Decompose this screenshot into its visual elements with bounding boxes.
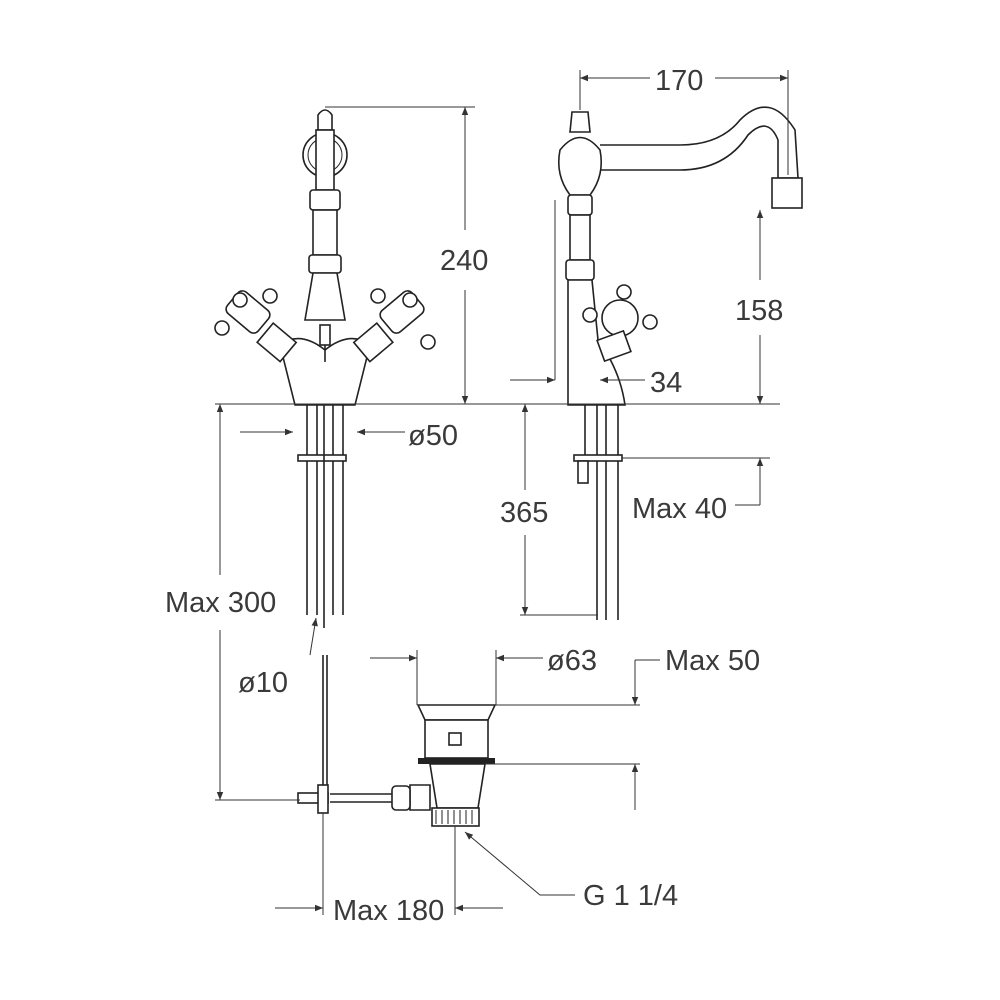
- left-cross-handle: [214, 288, 298, 363]
- dim-label-max-deck-tap: Max 40: [632, 493, 727, 525]
- front-view-faucet: [214, 109, 436, 628]
- dim-label-max-deck-waste: Max 50: [665, 645, 760, 677]
- pop-up-waste: [297, 655, 497, 827]
- dim-label-total-height: 240: [440, 245, 488, 277]
- right-cross-handle: [352, 288, 436, 363]
- dim-label-base-offset: 34: [650, 367, 682, 399]
- dim-label-waste-thread: G 1 1/4: [583, 880, 678, 912]
- dimension-lines: [215, 70, 789, 915]
- side-cross-handle: [582, 284, 658, 363]
- dim-label-max-rod-reach: Max 180: [333, 895, 444, 927]
- dim-label-spout-height: 158: [735, 295, 783, 327]
- dim-label-max-rod-length: Max 300: [165, 587, 276, 619]
- dim-label-rod-diameter: ø10: [238, 667, 288, 699]
- dim-label-hose-length: 365: [500, 497, 548, 529]
- dim-label-base-diameter: ø50: [408, 420, 458, 452]
- dim-label-spout-reach: 170: [655, 65, 703, 97]
- side-view-faucet: [557, 106, 803, 620]
- dim-label-waste-diameter: ø63: [547, 645, 597, 677]
